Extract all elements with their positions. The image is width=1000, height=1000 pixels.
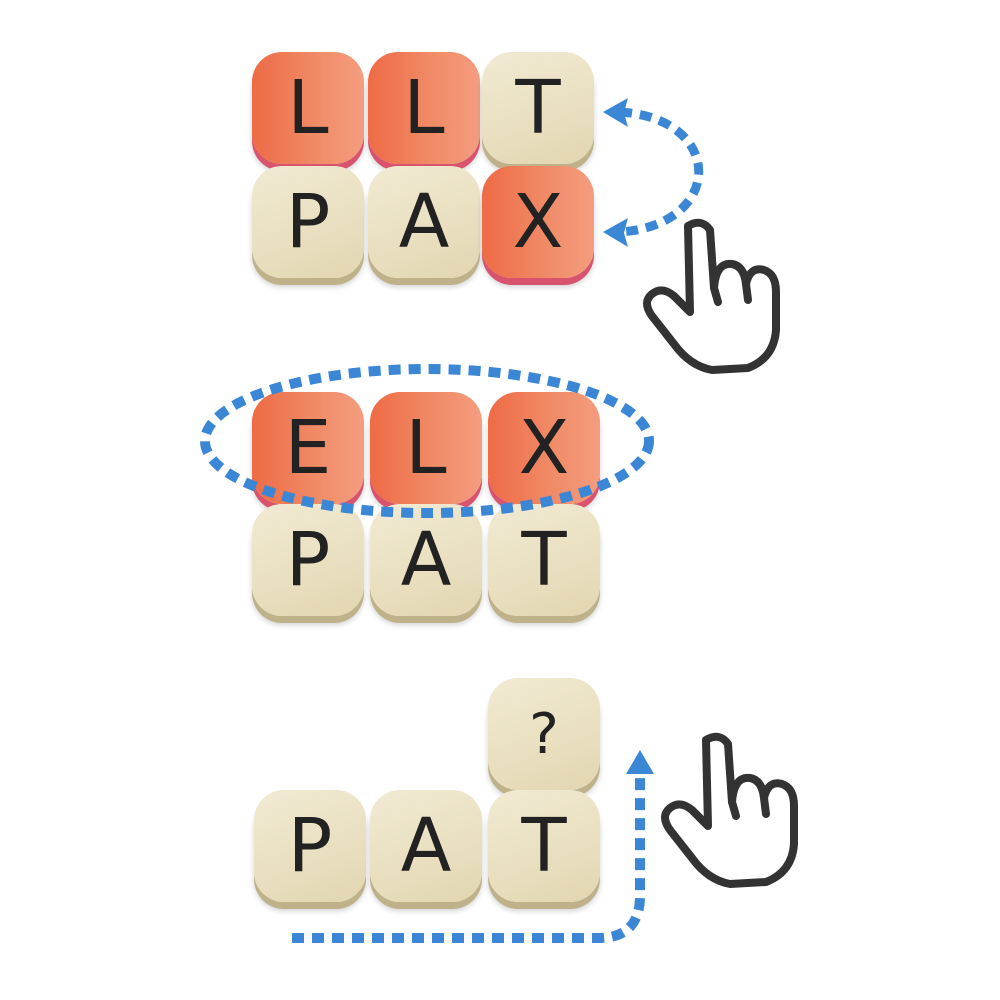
tile-p3-r2-c1[interactable]: P (254, 790, 366, 902)
tile-p2-r2-c1[interactable]: P (252, 504, 364, 616)
tile-p2-r1-c2[interactable]: L (370, 392, 482, 504)
tile-p2-r1-c3[interactable]: X (488, 392, 600, 504)
tile-p1-r1-c3[interactable]: T (482, 52, 594, 164)
tile-p3-r2-c3[interactable]: T (488, 790, 600, 902)
tile-p1-r1-c1[interactable]: L (252, 52, 364, 164)
tile-p2-r2-c3[interactable]: T (488, 504, 600, 616)
tile-p3-question[interactable]: ? (488, 678, 600, 790)
tile-p3-r2-c2[interactable]: A (370, 790, 482, 902)
tile-p2-r1-c1[interactable]: E (252, 392, 364, 504)
tile-p1-r2-c2[interactable]: A (368, 166, 480, 278)
tile-p1-r1-c2[interactable]: L (368, 52, 480, 164)
dotted-curved-arrow-icon (603, 98, 704, 247)
tile-p1-r2-c3[interactable]: X (482, 166, 594, 278)
pointing-hand-icon (661, 732, 798, 888)
pointing-hand-icon (643, 218, 780, 374)
tile-p2-r2-c2[interactable]: A (370, 504, 482, 616)
tile-p1-r2-c1[interactable]: P (252, 166, 364, 278)
